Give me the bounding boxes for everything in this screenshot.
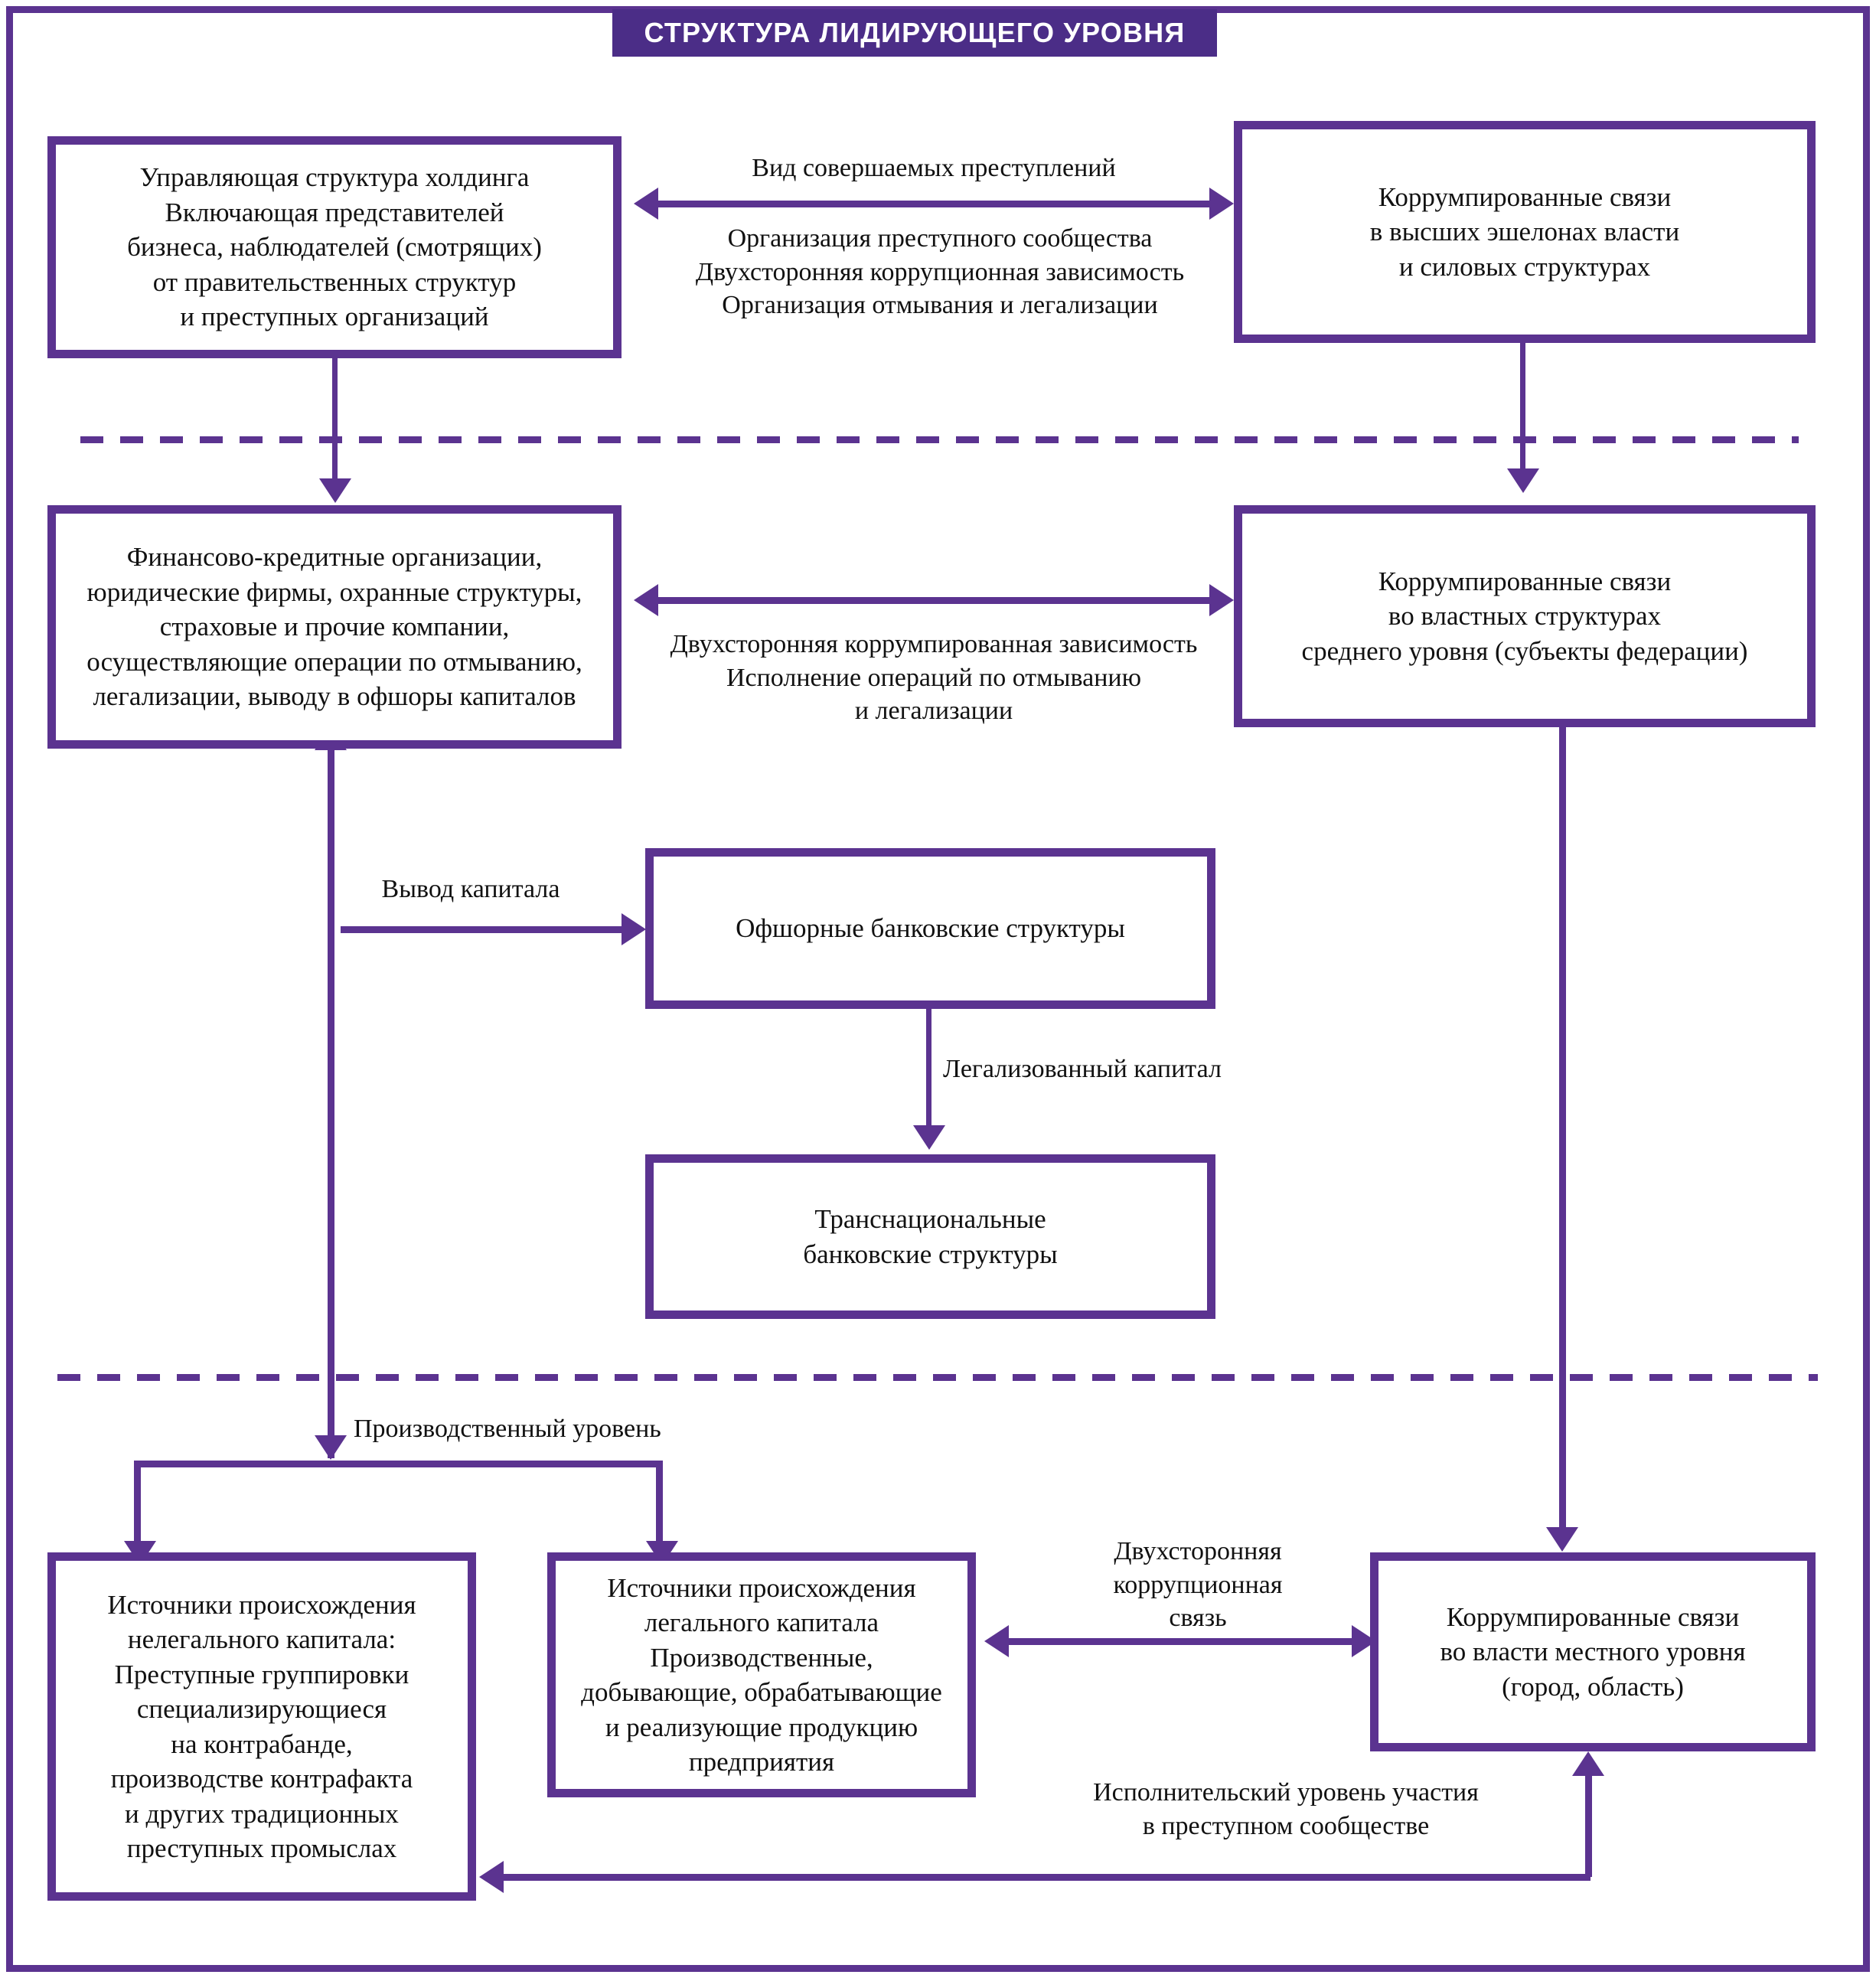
- box-offshore-banking[interactable]: Офшорные банковские структуры: [645, 848, 1215, 1009]
- label-production-level: Производственный уровень: [354, 1415, 661, 1443]
- box-financial-organizations-text: Финансово-кредитные организации, юридиче…: [86, 542, 582, 712]
- connector-row1-arrow-left: [634, 188, 658, 220]
- box-local-level-power[interactable]: Коррумпированные связи во власти местног…: [1370, 1552, 1816, 1751]
- label-mid-link: Двухсторонняя коррумпированная зависимос…: [670, 630, 1198, 726]
- box-top-level-power-text: Коррумпированные связи в высших эшелонах…: [1369, 181, 1680, 282]
- box-transnational-banking[interactable]: Транснациональные банковские структуры: [645, 1154, 1215, 1319]
- box-transnational-banking-text: Транснациональные банковские структуры: [803, 1204, 1058, 1269]
- line-executive-return: [504, 1874, 1591, 1881]
- arrow-executive-riser: [1572, 1751, 1604, 1776]
- box-illegal-capital-sources-text: Источники происхождения нелегального кап…: [107, 1589, 416, 1864]
- connector-row2-arrow-left: [634, 584, 658, 616]
- connector-row1-arrow-right: [1209, 188, 1234, 220]
- box-financial-organizations[interactable]: Финансово-кредитные организации, юридиче…: [47, 505, 622, 749]
- arrow-offshore-to-transnational: [913, 1125, 945, 1150]
- box-top-level-power[interactable]: Коррумпированные связи в высших эшелонах…: [1234, 121, 1816, 343]
- line-toppower-to-midpower: [1520, 343, 1525, 475]
- level-divider-bottom: [57, 1374, 1818, 1381]
- box-legal-capital-sources-text: Источники происхождения легального капит…: [581, 1572, 942, 1777]
- arrow-midpower-to-localpower: [1546, 1527, 1578, 1552]
- box-offshore-banking-text: Офшорные банковские структуры: [736, 913, 1125, 944]
- production-fan-right-drop: [656, 1461, 663, 1549]
- label-crime-list: Организация преступного сообщества Двухс…: [695, 224, 1185, 320]
- label-legalized-capital: Легализованный капитал: [943, 1055, 1222, 1083]
- label-capital-outflow: Вывод капитала: [381, 875, 560, 903]
- line-midpower-to-localpower: [1559, 727, 1566, 1535]
- box-local-level-power-text: Коррумпированные связи во власти местног…: [1440, 1601, 1746, 1702]
- box-mid-level-power[interactable]: Коррумпированные связи во властных струк…: [1234, 505, 1816, 727]
- line-executive-riser: [1585, 1776, 1592, 1877]
- connector-row1: [658, 201, 1211, 207]
- connector-row2-arrow-right: [1209, 584, 1234, 616]
- page-title: СТРУКТУРА ЛИДИРУЮЩЕГО УРОВНЯ: [612, 9, 1217, 57]
- production-fan-left-drop: [134, 1461, 141, 1549]
- arrow-finance-to-offshore: [622, 913, 646, 945]
- box-holding-structure[interactable]: Управляющая структура холдинга Включающа…: [47, 136, 622, 358]
- line-finance-to-offshore: [341, 926, 625, 933]
- line-holding-to-finance: [332, 358, 338, 485]
- connector-row2: [658, 597, 1211, 604]
- arrow-toppower-to-midpower: [1507, 468, 1539, 493]
- arrow-finance-to-production: [315, 1435, 347, 1460]
- arrow-executive-return: [479, 1861, 504, 1893]
- production-fan-bar: [134, 1461, 662, 1467]
- label-bilateral-corruption: Двухсторонняя коррупционная связь: [1113, 1537, 1283, 1633]
- box-legal-capital-sources[interactable]: Источники происхождения легального капит…: [547, 1552, 976, 1797]
- box-illegal-capital-sources[interactable]: Источники происхождения нелегального кап…: [47, 1552, 476, 1901]
- box-holding-structure-text: Управляющая структура холдинга Включающа…: [127, 162, 542, 332]
- level-divider-top: [80, 436, 1799, 443]
- box-mid-level-power-text: Коррумпированные связи во властных струк…: [1301, 566, 1748, 666]
- label-crime-type: Вид совершаемых преступлений: [752, 154, 1116, 182]
- line-offshore-to-transnational: [926, 1009, 931, 1131]
- label-executive-level: Исполнительский уровень участия в престу…: [1093, 1778, 1479, 1840]
- arrow-holding-to-finance: [319, 478, 351, 503]
- connector-bottom-arrow-left: [984, 1625, 1009, 1657]
- connector-bottom-bidirectional: [1009, 1638, 1357, 1645]
- line-finance-to-production: [328, 746, 334, 1458]
